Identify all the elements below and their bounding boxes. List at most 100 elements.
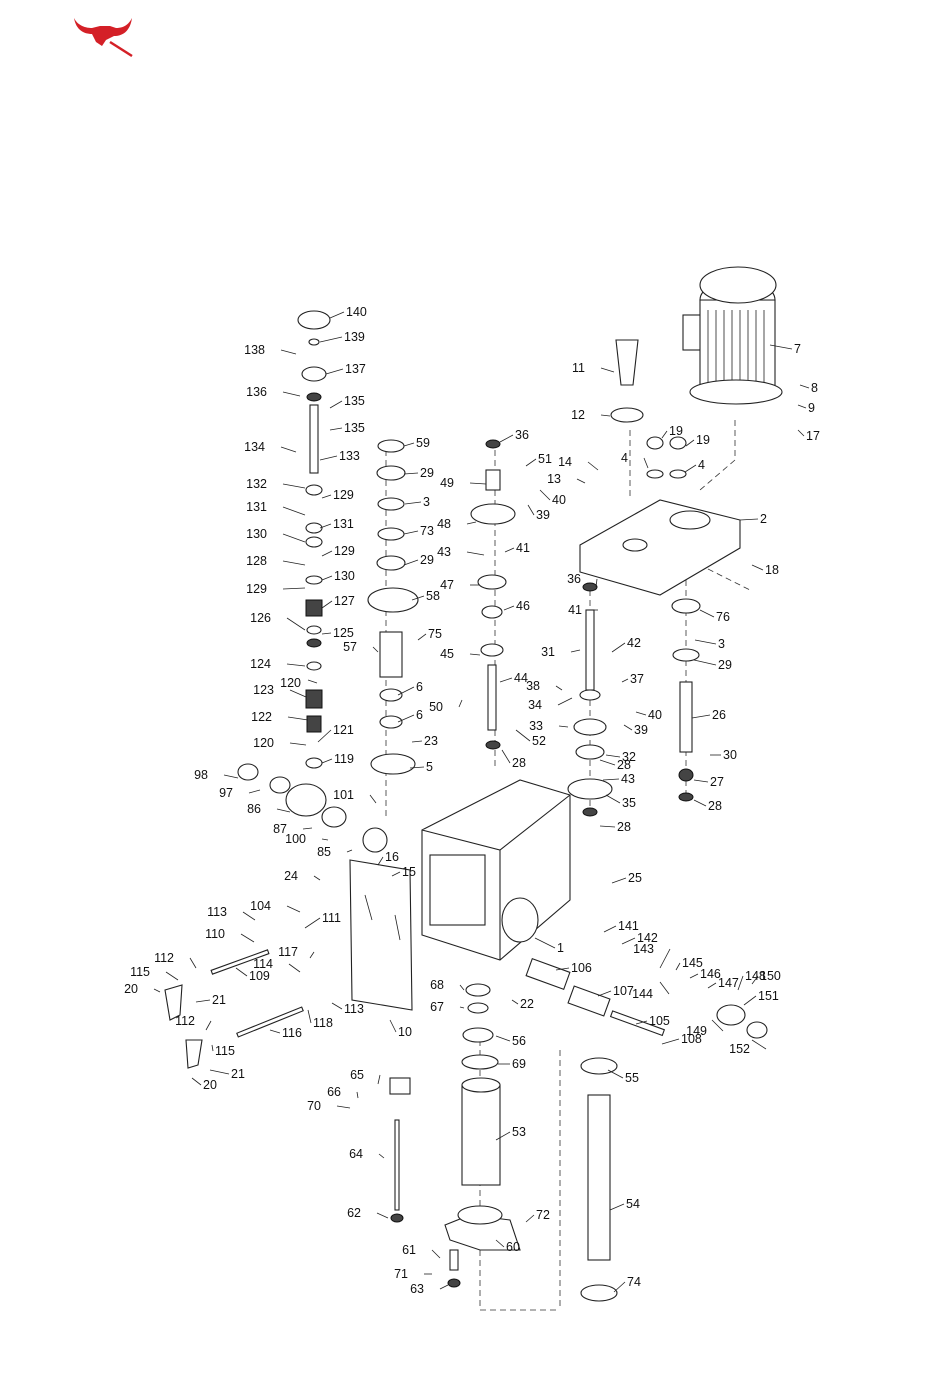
callout-label: 24 [284, 869, 298, 883]
callout-label: 120 [253, 736, 274, 750]
callout-leader [621, 678, 629, 683]
callout-label: 32 [622, 750, 636, 764]
callout-label: 143 [633, 942, 654, 956]
callout-label: 149 [686, 1024, 707, 1038]
callout-leader [600, 414, 611, 417]
callout-label: 44 [514, 671, 528, 685]
callout-leader [282, 506, 306, 516]
callout-140: 140 [329, 305, 367, 319]
callout-leader [431, 1249, 441, 1259]
callout-label: 140 [346, 305, 367, 319]
callout-126: 126 [250, 611, 306, 631]
callout-leader [557, 697, 573, 706]
callout-56: 56 [495, 1034, 526, 1048]
callout-label: 107 [613, 984, 634, 998]
quill-assembly [389, 983, 521, 1288]
callout-label: 52 [532, 734, 546, 748]
callout-label: 64 [349, 1147, 363, 1161]
callout-28: 28 [599, 758, 631, 772]
callout-leader [325, 368, 344, 375]
callout-label: 114 [253, 957, 273, 971]
callout-label: 135 [344, 394, 365, 408]
callout-151: 151 [743, 989, 779, 1006]
callout-leader [302, 827, 313, 830]
callout-100: 100 [285, 832, 329, 846]
callout-leader [403, 559, 419, 566]
callout-3: 3 [404, 495, 430, 509]
callout-11: 11 [572, 361, 615, 375]
callout-leader [307, 1009, 312, 1024]
callout-121: 121 [317, 723, 354, 743]
callout-138: 138 [244, 343, 297, 357]
callout-61: 61 [402, 1243, 441, 1259]
callout-leader [269, 1029, 281, 1034]
callout-label: 141 [618, 919, 639, 933]
callout-leader [466, 551, 485, 556]
callout-label: 131 [246, 500, 267, 514]
callout-28: 28 [693, 799, 722, 813]
callout-leader [282, 391, 301, 397]
callout-label: 37 [630, 672, 644, 686]
callout-117: 117 [278, 945, 315, 959]
callout-label: 75 [428, 627, 442, 641]
callout-label: 9 [808, 401, 815, 415]
callout-label: 74 [627, 1275, 641, 1289]
callout-66: 66 [327, 1085, 359, 1099]
callout-leader [799, 384, 810, 389]
callout-31: 31 [541, 645, 581, 659]
callout-120: 120 [253, 736, 307, 750]
callout-label: 50 [429, 700, 443, 714]
callout-32: 32 [605, 750, 636, 764]
callout-leader [205, 1020, 212, 1031]
callout-27: 27 [693, 775, 724, 789]
callout-label: 128 [246, 554, 267, 568]
callout-label: 150 [760, 969, 781, 983]
callout-label: 108 [681, 1032, 702, 1046]
callout-leader [191, 1077, 202, 1086]
callout-124: 124 [250, 657, 306, 671]
callout-115: 115 [211, 1044, 235, 1058]
callout-leader [307, 679, 318, 684]
callout-24: 24 [284, 869, 321, 883]
callout-label: 98 [194, 768, 208, 782]
callout-label: 87 [273, 822, 287, 836]
callout-label: 101 [333, 788, 354, 802]
callout-50: 50 [429, 699, 463, 714]
callout-6: 6 [397, 680, 423, 696]
callout-leader [404, 501, 422, 505]
callout-label: 147 [718, 976, 739, 990]
callout-label: 6 [416, 708, 423, 722]
callout-leader [321, 550, 333, 557]
callout-leader [751, 564, 764, 571]
callout-leader [403, 530, 419, 535]
callout-45: 45 [440, 647, 481, 661]
callout-152: 152 [729, 1039, 767, 1056]
callout-1: 1 [534, 937, 564, 955]
callout-label: 61 [402, 1243, 416, 1257]
callout-leader [321, 575, 333, 581]
callout-38: 38 [526, 679, 563, 693]
callout-label: 72 [536, 1208, 550, 1222]
callout-label: 63 [410, 1282, 424, 1296]
callout-leader [558, 725, 569, 728]
callout-leader [534, 937, 556, 949]
callout-label: 36 [515, 428, 529, 442]
callout-leader [397, 714, 415, 723]
callout-label: 55 [625, 1071, 639, 1085]
callout-leader [280, 349, 297, 355]
callout-label: 69 [512, 1057, 526, 1071]
callout-label: 119 [334, 752, 354, 766]
callout-leader [605, 754, 621, 758]
callout-label: 100 [285, 832, 306, 846]
callout-leader [499, 677, 513, 683]
callout-130: 130 [246, 527, 306, 543]
callout-label: 6 [416, 680, 423, 694]
callout-label: 42 [627, 636, 641, 650]
callout-leader [525, 1214, 535, 1223]
callout-leader [329, 427, 343, 431]
callout-4: 4 [621, 451, 649, 469]
callout-114: 114 [253, 957, 301, 973]
callout-75: 75 [417, 627, 442, 641]
callout-111: 111 [304, 911, 341, 929]
callout-label: 29 [420, 466, 434, 480]
